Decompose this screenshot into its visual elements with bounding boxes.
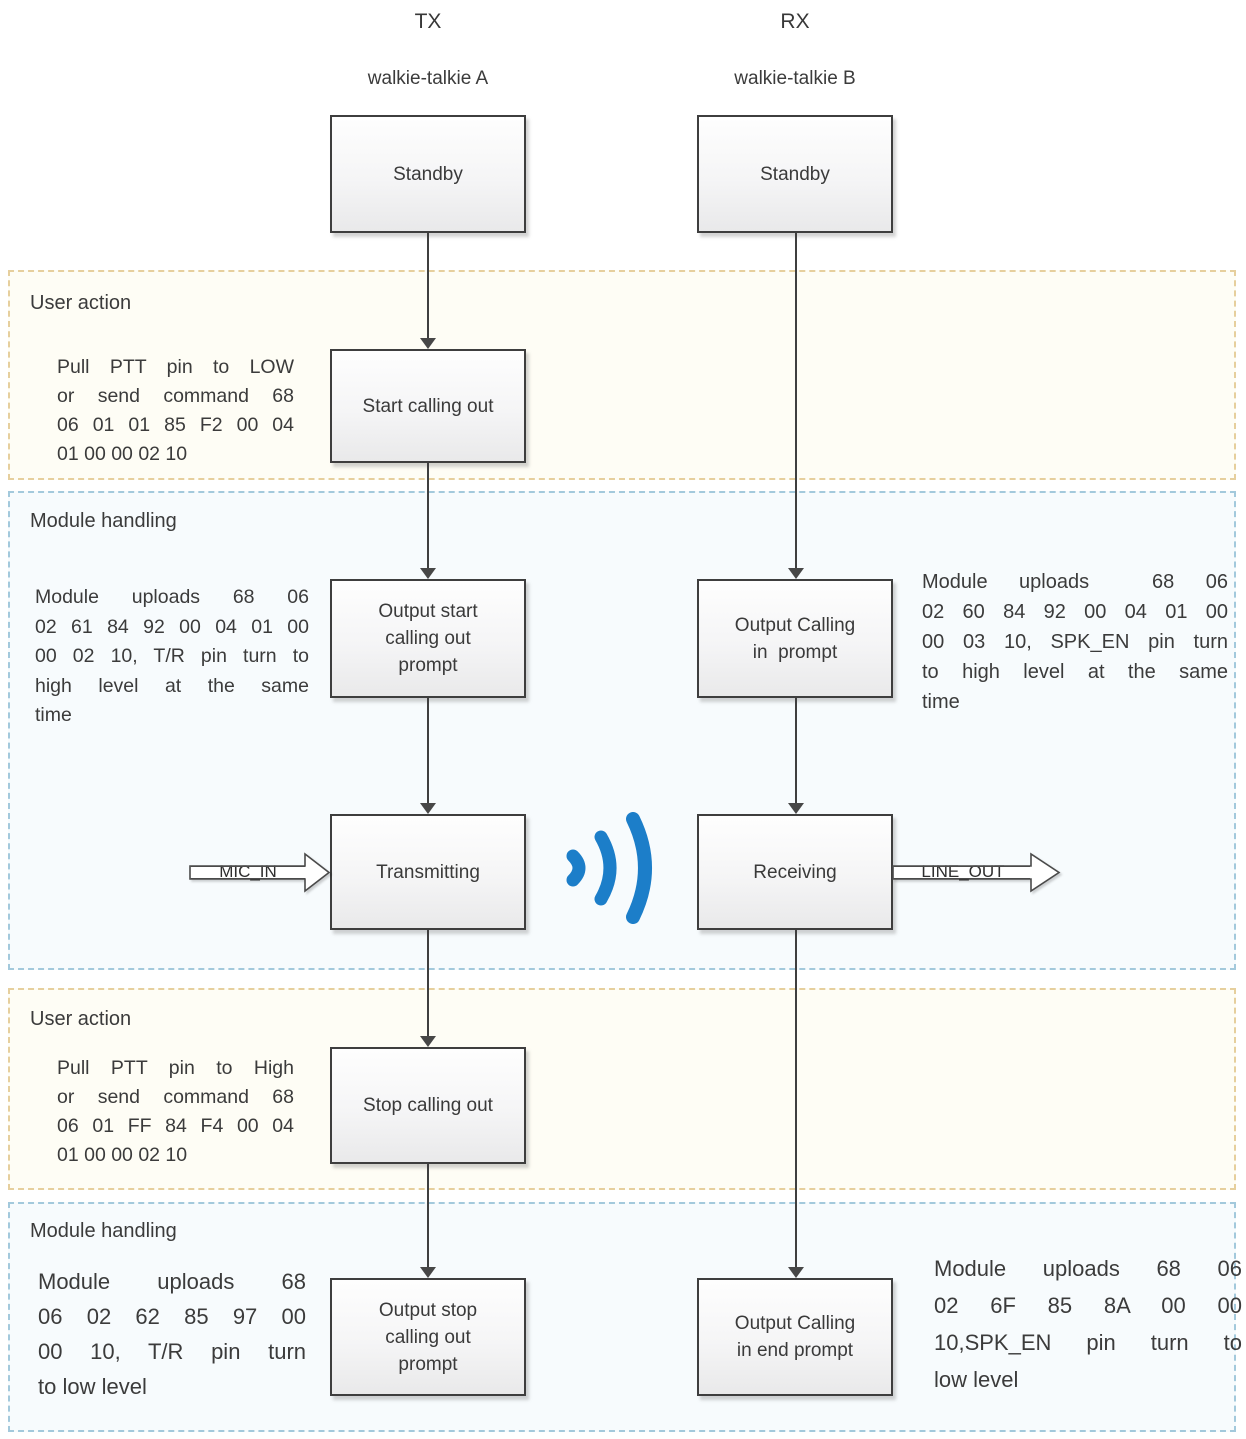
tx-arrow-output-to-transmitting xyxy=(420,698,436,814)
tx-arrow-standby-to-start xyxy=(420,233,436,349)
arrowhead-icon xyxy=(420,338,436,349)
rx-device-label: walkie-talkie B xyxy=(734,68,856,89)
arrowhead-icon xyxy=(788,803,804,814)
line-out-label: LINE_OUT xyxy=(921,862,1005,881)
band-label-module-handling-1: Module handling xyxy=(30,510,177,532)
rx-arrow-standby-to-calling-in xyxy=(788,233,804,579)
arrowhead-icon xyxy=(420,803,436,814)
tx-output-start-prompt-box: Output start calling out prompt xyxy=(330,579,526,698)
rx-receiving-box: Receiving xyxy=(697,814,893,930)
band-label-module-handling-2: Module handling xyxy=(30,1220,177,1242)
mic-in-arrow xyxy=(189,852,331,893)
rx-arrow-receiving-to-calling-end xyxy=(788,930,804,1278)
mic-in-shaft-line xyxy=(191,878,305,879)
tx-output-stop-prompt-box: Output stop calling out prompt xyxy=(330,1278,526,1396)
line-out-shaft-line xyxy=(894,878,1030,879)
arrowhead-icon xyxy=(420,1036,436,1047)
mic-in-label: MIC_IN xyxy=(219,862,277,881)
rx-arrow-calling-in-to-receiving xyxy=(788,698,804,814)
band-label-user-action-2: User action xyxy=(30,1008,132,1030)
tx-arrow-start-to-output xyxy=(420,463,436,579)
rx-output-calling-in-box: Output Calling in prompt xyxy=(697,579,893,698)
tx-device-label: walkie-talkie A xyxy=(367,68,489,89)
rx-output-calling-end-box: Output Calling in end prompt xyxy=(697,1278,893,1396)
tx-standby-box: Standby xyxy=(330,115,526,233)
arrowhead-icon xyxy=(788,568,804,579)
tx-column-label: TX xyxy=(414,10,442,33)
tx-arrow-transmitting-to-stop xyxy=(420,930,436,1047)
line-out-shaft-line xyxy=(894,866,1030,867)
tx-arrow-stop-to-output-stop xyxy=(420,1164,436,1278)
mic-in-shaft-line xyxy=(191,866,305,867)
radio-wave-icon xyxy=(566,812,652,924)
rx-column-label: RX xyxy=(780,10,810,33)
arrowhead-icon xyxy=(788,1267,804,1278)
tx-start-calling-box: Start calling out xyxy=(330,349,526,463)
arrowhead-icon xyxy=(420,1267,436,1278)
tx-transmitting-box: Transmitting xyxy=(330,814,526,930)
line-out-arrow xyxy=(892,852,1061,893)
rx-standby-box: Standby xyxy=(697,115,893,233)
arrowhead-icon xyxy=(420,568,436,579)
tx-stop-calling-box: Stop calling out xyxy=(330,1047,526,1164)
band-label-user-action-1: User action xyxy=(30,292,132,314)
